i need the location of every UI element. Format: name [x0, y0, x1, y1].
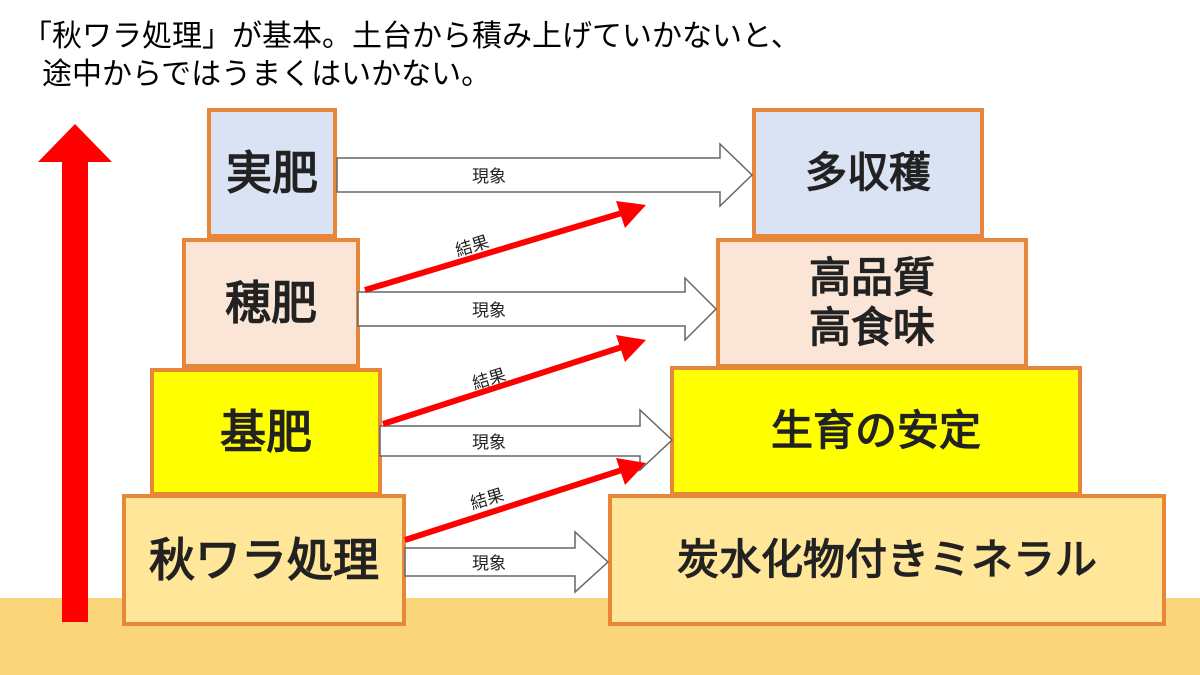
phenomenon-arrow-3 [379, 408, 674, 472]
left-box-jitsuhi-label: 実肥 [226, 146, 318, 200]
header-line-1: 「秋ワラ処理」が基本。土台から積み上げていかないと、 [22, 19, 801, 54]
phenomenon-label-2: 現象 [472, 301, 506, 321]
left-box-hohi-label: 穂肥 [225, 276, 317, 330]
right-box-mineral-label: 炭水化物付きミネラル [676, 535, 1097, 584]
result-arrow-1 [364, 201, 646, 293]
phenomenon-arrow-1 [336, 142, 754, 208]
left-box-akiwara: 秋ワラ処理 [122, 494, 406, 626]
right-box-quality-label-1: 高品質 [808, 253, 935, 302]
left-box-kihi-label: 基肥 [220, 405, 312, 459]
result-arrow-2 [382, 335, 646, 427]
result-arrow-3 [404, 458, 646, 543]
right-box-quality-label-2: 高食味 [808, 303, 935, 352]
right-box-tashukaku-label: 多収穫 [804, 148, 931, 197]
phenomenon-arrow-2 [357, 276, 718, 342]
right-box-tashukaku: 多収穫 [752, 108, 984, 238]
result-label-2: 結果 [470, 365, 508, 394]
header-line-2: 途中からではうまくはいかない。 [42, 57, 492, 92]
phenomenon-label-3: 現象 [472, 433, 506, 453]
phenomenon-arrow-4 [404, 530, 610, 594]
right-box-mineral: 炭水化物付きミネラル [608, 494, 1166, 626]
left-box-kihi: 基肥 [150, 368, 382, 496]
header-text: 「秋ワラ処理」が基本。土台から積み上げていかないと、途中からではうまくはいかない… [22, 18, 801, 94]
left-box-akiwara-label: 秋ワラ処理 [149, 533, 379, 587]
big-up-arrow [38, 124, 112, 622]
right-box-stable-growth-label: 生育の安定 [770, 406, 981, 455]
left-box-hohi: 穂肥 [182, 238, 360, 368]
phenomenon-label-1: 現象 [472, 167, 506, 187]
left-box-jitsuhi: 実肥 [207, 108, 337, 238]
phenomenon-label-4: 現象 [472, 554, 506, 574]
